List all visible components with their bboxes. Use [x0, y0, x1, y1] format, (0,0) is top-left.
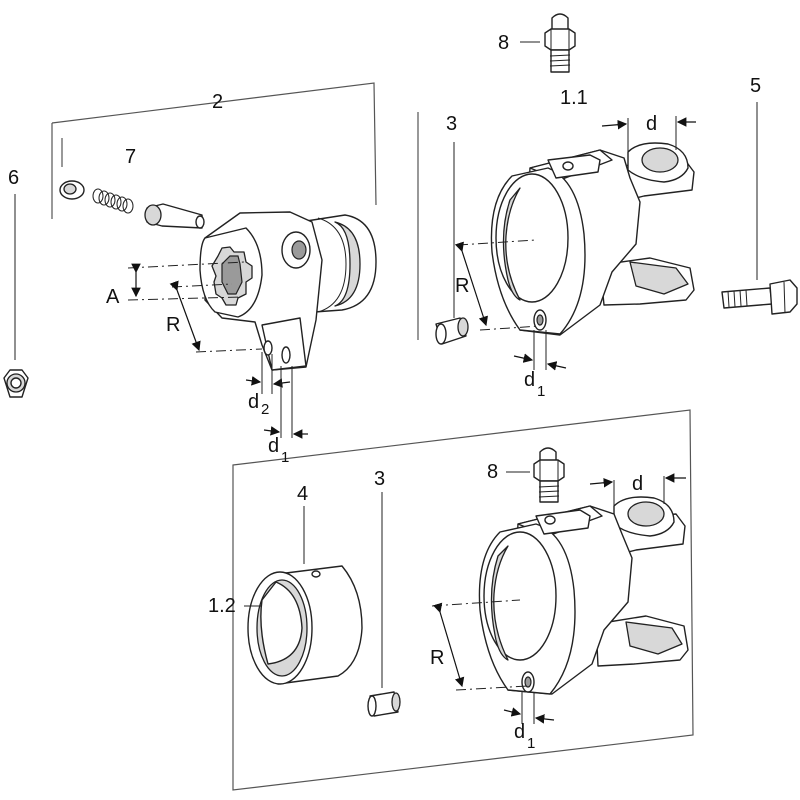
label-R-hub: R — [166, 314, 180, 336]
lock-pin-part-7 — [59, 180, 205, 229]
label-7: 7 — [125, 146, 136, 168]
label-3-top: 3 — [446, 113, 457, 135]
grease-nipple-part-8-top — [520, 13, 576, 73]
label-d2: d — [248, 391, 259, 413]
label-8-bottom: 8 — [487, 461, 498, 483]
label-d1-bottom-sub: 1 — [527, 735, 535, 752]
label-d-bottom: d — [632, 473, 643, 495]
label-d-top: d — [646, 113, 657, 135]
label-d2-sub: 2 — [261, 401, 269, 418]
label-1-1: 1.1 — [560, 87, 588, 109]
label-d1-top-sub: 1 — [537, 383, 545, 400]
nut-part-6 — [3, 194, 29, 398]
label-A: A — [106, 286, 120, 308]
label-1-2: 1.2 — [208, 595, 236, 617]
label-8-top: 8 — [498, 32, 509, 54]
yoke-part-1-1 — [457, 142, 695, 336]
frame-group-2-top — [51, 82, 377, 206]
label-2: 2 — [212, 91, 223, 113]
yoke-1-2-dimension-lines — [433, 473, 686, 724]
bolt-part-5 — [721, 102, 798, 315]
label-R-bottom: R — [430, 647, 444, 669]
frame-group-1-2 — [232, 409, 694, 791]
label-R-top: R — [455, 275, 469, 297]
sleeve-part-4 — [247, 506, 363, 685]
label-d1-hub-sub: 1 — [281, 449, 289, 466]
label-d1-bottom: d — [514, 721, 525, 743]
grease-nipple-part-8-bottom — [506, 447, 565, 503]
yoke-1-1-dimension-lines — [454, 116, 696, 371]
label-d1-top: d — [524, 369, 535, 391]
label-6: 6 — [8, 167, 19, 189]
bushing-part-3-top — [435, 142, 469, 345]
label-3-bottom: 3 — [374, 468, 385, 490]
label-5: 5 — [750, 75, 761, 97]
label-d1-hub: d — [268, 435, 279, 457]
label-4: 4 — [297, 483, 308, 505]
hub-dimension-lines — [127, 263, 308, 439]
yoke-part-1-2 — [431, 496, 689, 695]
splined-hub-part-2 — [127, 211, 377, 371]
bushing-part-3-bottom — [367, 492, 401, 717]
